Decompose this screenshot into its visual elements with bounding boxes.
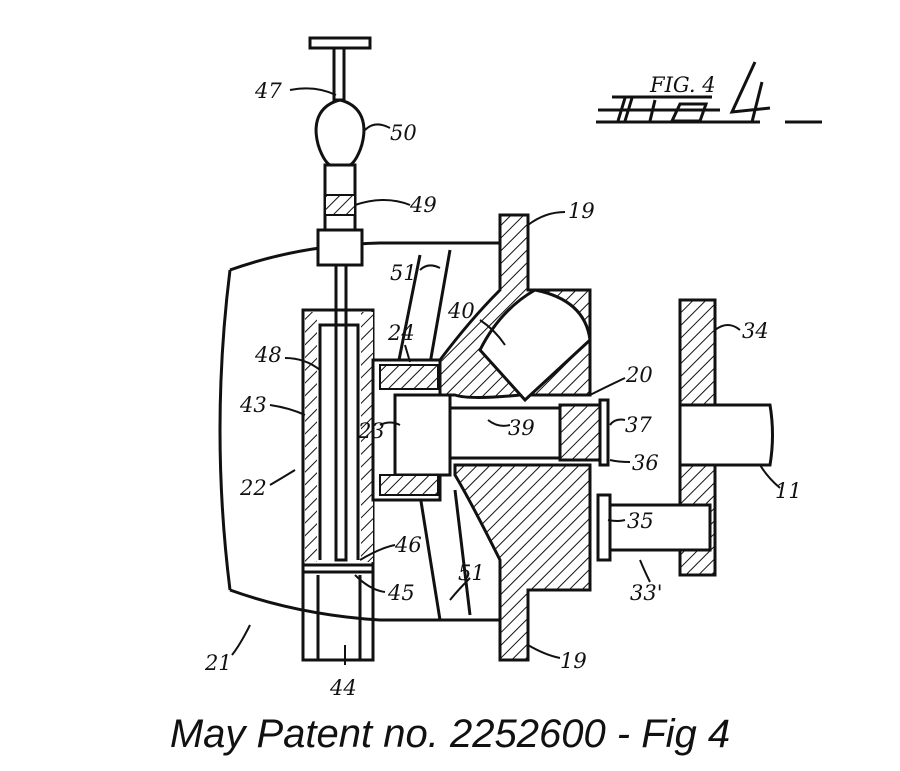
- label-19-top: 19: [568, 199, 595, 223]
- flange-casting-lower: [453, 463, 592, 662]
- label-44: 44: [329, 676, 357, 700]
- label-45: 45: [387, 581, 415, 605]
- label-22: 22: [239, 476, 267, 500]
- plate-37: [598, 398, 610, 467]
- leader-lines: [231, 87, 781, 665]
- bore-40: [478, 288, 592, 403]
- tube-wall-right: [361, 312, 373, 562]
- label-37: 37: [625, 413, 652, 437]
- caption: May Patent no. 2252600 - Fig 4: [169, 712, 731, 756]
- label-21: 21: [204, 651, 232, 675]
- label-50: 50: [390, 121, 417, 145]
- hub-bushing-bottom: [379, 474, 439, 496]
- label-19-bottom: 19: [560, 649, 587, 673]
- label-35: 35: [627, 509, 654, 533]
- label-43: 43: [239, 393, 267, 417]
- washer-35: [596, 493, 612, 562]
- label-34: 34: [742, 319, 769, 343]
- label-46: 46: [394, 533, 422, 557]
- hub-bushing-top: [379, 364, 439, 390]
- pin-33: [608, 503, 712, 552]
- label-51-top: 51: [390, 261, 417, 285]
- label-40: 40: [447, 299, 475, 323]
- label-11: 11: [775, 479, 802, 503]
- label-20: 20: [625, 363, 653, 387]
- label-47: 47: [254, 79, 282, 103]
- valve-rod: [308, 36, 372, 562]
- label-48: 48: [254, 343, 282, 367]
- plug-20: [558, 403, 602, 462]
- shaft-11: [678, 403, 774, 467]
- shaft-bore: [448, 406, 562, 460]
- label-23: 23: [357, 419, 385, 443]
- label-51-bottom: 51: [458, 561, 485, 585]
- fig-title-mark: [596, 61, 822, 124]
- label-24: 24: [387, 321, 415, 345]
- label-39: 39: [508, 416, 535, 440]
- rod-packing: [324, 194, 356, 216]
- label-33-prime: 33': [630, 581, 663, 605]
- tube-wall-left: [305, 312, 317, 562]
- label-36: 36: [632, 451, 659, 475]
- fig-title-text: FIG. 4: [649, 73, 716, 97]
- label-49: 49: [409, 193, 437, 217]
